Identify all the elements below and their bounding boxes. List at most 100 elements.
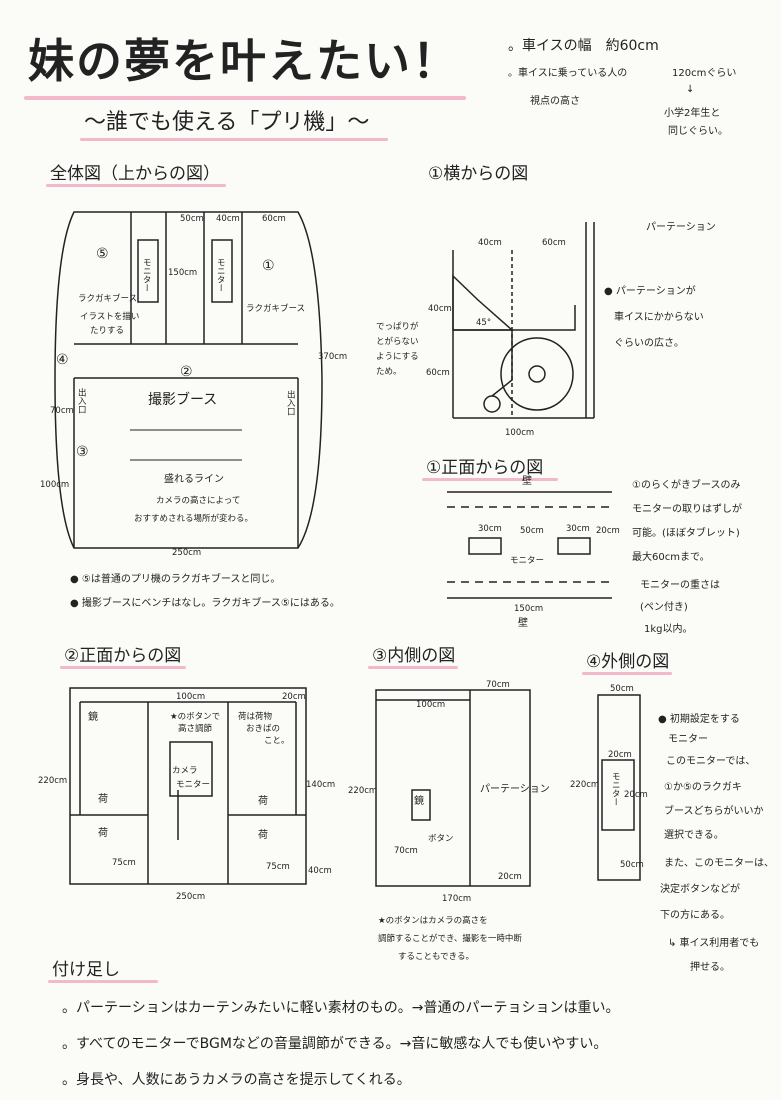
ov-dim-50b: 50cm bbox=[620, 860, 644, 870]
outside-view-heading: ④外側の図 bbox=[586, 652, 670, 672]
fv2-dim-20: 20cm bbox=[282, 692, 306, 702]
inside-view-heading: ③内側の図 bbox=[372, 646, 456, 666]
overview-note-1: ● ⑤は普通のプリ機のラクガキブースと同じ。 bbox=[70, 574, 281, 585]
side-note-1: ● パーテーションが bbox=[604, 286, 696, 297]
ov-dim-50: 50cm bbox=[610, 684, 634, 694]
angle-45: 45° bbox=[476, 318, 492, 328]
addendum-line-3: 。身長や、人数にあうカメラの高さを提示してくれる。 bbox=[62, 1072, 411, 1088]
iv-dim-220: 220cm bbox=[348, 786, 378, 796]
iv-dim-170: 170cm bbox=[442, 894, 472, 904]
wall-top: 壁 bbox=[522, 476, 532, 487]
side-dim-60: 60cm bbox=[542, 238, 566, 248]
illust-1: イラストを描い bbox=[80, 312, 140, 322]
front-view1-heading: ①正面からの図 bbox=[426, 458, 544, 478]
monitor-right: モニター bbox=[215, 258, 226, 292]
area-num-3: ③ bbox=[76, 444, 89, 460]
monitor-left: モニター bbox=[141, 258, 152, 292]
fv2-camera: カメラ bbox=[172, 766, 198, 776]
ov-note-10: ↳ 車イス利用者でも bbox=[668, 938, 760, 949]
iv-dim-70b: 70cm bbox=[394, 846, 418, 856]
ov-note-7: また、このモニターは、 bbox=[664, 858, 774, 869]
fv2-baggage-4: 荷 bbox=[258, 830, 268, 841]
partition-label: パーテーション bbox=[646, 222, 716, 233]
page-subtitle: 〜誰でも使える「プリ機」〜 bbox=[84, 110, 370, 135]
side-note-3: ぐらいの広さ。 bbox=[614, 338, 684, 349]
dim-100: 100cm bbox=[40, 480, 70, 490]
iv-button: ボタン bbox=[428, 834, 454, 844]
area-num-2: ② bbox=[180, 364, 193, 380]
fv1-note-2: モニターの取りはずしが bbox=[632, 504, 742, 515]
side-dim-100: 100cm bbox=[505, 428, 535, 438]
page-title: 妹の夢を叶えたい！ bbox=[28, 34, 460, 88]
dim-60: 60cm bbox=[262, 214, 286, 224]
grade-note-2: 同じぐらい。 bbox=[668, 126, 728, 137]
iv-partition: パーテーション bbox=[480, 784, 550, 795]
iv-dim-100: 100cm bbox=[416, 700, 446, 710]
fv2-dim-40: 40cm bbox=[308, 866, 332, 876]
ov-note-6: 選択できる。 bbox=[664, 830, 724, 841]
wheelchair-width-note: 。車イスの幅 約60cm bbox=[508, 38, 659, 54]
dim-150: 150cm bbox=[168, 268, 198, 278]
fv1-note-5: モニターの重さは bbox=[640, 580, 720, 591]
exit-right: 出入口 bbox=[285, 390, 296, 416]
dim-250: 250cm bbox=[172, 548, 202, 558]
ov-note-9: 下の方にある。 bbox=[660, 910, 730, 921]
eye-height-note: 。車イスに乗っている人の bbox=[508, 68, 628, 79]
lean-note-1: でっぱりが bbox=[376, 322, 419, 332]
fv2-lug-1: 荷は荷物 bbox=[238, 712, 273, 722]
flattering-line: 盛れるライン bbox=[164, 474, 224, 485]
recommended-spot-note: おすすめされる場所が変わる。 bbox=[134, 514, 254, 524]
fv1-dim-30b: 30cm bbox=[566, 524, 590, 534]
dim-50: 50cm bbox=[180, 214, 204, 224]
ov-monitor: モニター bbox=[610, 772, 621, 806]
fv2-baggage-3: 荷 bbox=[258, 796, 268, 807]
fv2-mirror: 鏡 bbox=[88, 712, 98, 723]
side-dim-60b: 60cm bbox=[426, 368, 450, 378]
eye-height-note-2: 視点の高さ bbox=[530, 96, 580, 107]
fv1-dim-50: 50cm bbox=[520, 526, 544, 536]
fv2-dim-100: 100cm bbox=[176, 692, 206, 702]
iv-mirror: 鏡 bbox=[414, 796, 424, 807]
ov-note-5: ブースどちらがいいか bbox=[664, 806, 764, 817]
fv2-baggage-1: 荷 bbox=[98, 794, 108, 805]
fv2-monitor: モニター bbox=[176, 780, 211, 790]
fv2-lug-3: こと。 bbox=[264, 736, 290, 746]
fv1-dim-20: 20cm bbox=[596, 526, 620, 536]
ov-note-2: モニター bbox=[668, 734, 708, 745]
side-dim-40: 40cm bbox=[478, 238, 502, 248]
graffiti-1: ラクガキブース bbox=[246, 304, 306, 314]
eye-height-arrow: ↓ bbox=[686, 84, 695, 95]
fv1-monitor: モニター bbox=[510, 556, 545, 566]
lean-note-2: とがらない bbox=[376, 337, 419, 347]
booth-num-1: ① bbox=[262, 258, 275, 274]
fv2-dim-250: 250cm bbox=[176, 892, 206, 902]
camera-height-note: カメラの高さによって bbox=[156, 496, 241, 506]
iv-note-2: 調節することができ、撮影を一時中断 bbox=[378, 934, 522, 944]
ov-note-4: ①か⑤のラクガキ bbox=[664, 782, 742, 793]
eye-height-value: 120cmぐらい bbox=[672, 68, 737, 79]
iv-dim-70: 70cm bbox=[486, 680, 510, 690]
ov-dim-20a: 20cm bbox=[608, 750, 632, 760]
illust-2: たりする bbox=[90, 326, 125, 336]
fv2-baggage-2: 荷 bbox=[98, 828, 108, 839]
ov-note-8: 決定ボタンなどが bbox=[660, 884, 740, 895]
addendum-heading: 付け足し bbox=[52, 960, 120, 980]
fv2-dim-75b: 75cm bbox=[266, 862, 290, 872]
lean-note-4: ため。 bbox=[376, 367, 402, 377]
photo-booth-label: 撮影ブース bbox=[148, 392, 218, 408]
wall-bottom: 壁 bbox=[518, 618, 528, 629]
graffiti-5: ラクガキブース bbox=[78, 294, 138, 304]
fv1-note-7: 1kg以内。 bbox=[644, 624, 693, 635]
overview-heading: 全体図（上からの図） bbox=[50, 164, 220, 184]
area-num-4: ④ bbox=[56, 352, 69, 368]
ov-dim-20b: 20cm bbox=[624, 790, 648, 800]
grade-note-1: 小学2年生と bbox=[664, 108, 721, 119]
fv2-button-note-1: ★のボタンで bbox=[170, 712, 221, 722]
dim-370: 370cm bbox=[318, 352, 348, 362]
fv1-note-6: (ペン付き) bbox=[640, 602, 688, 613]
exit-left: 出入口 bbox=[76, 388, 87, 414]
side-dim-40b: 40cm bbox=[428, 304, 452, 314]
side-view-heading: ①横からの図 bbox=[428, 164, 529, 184]
